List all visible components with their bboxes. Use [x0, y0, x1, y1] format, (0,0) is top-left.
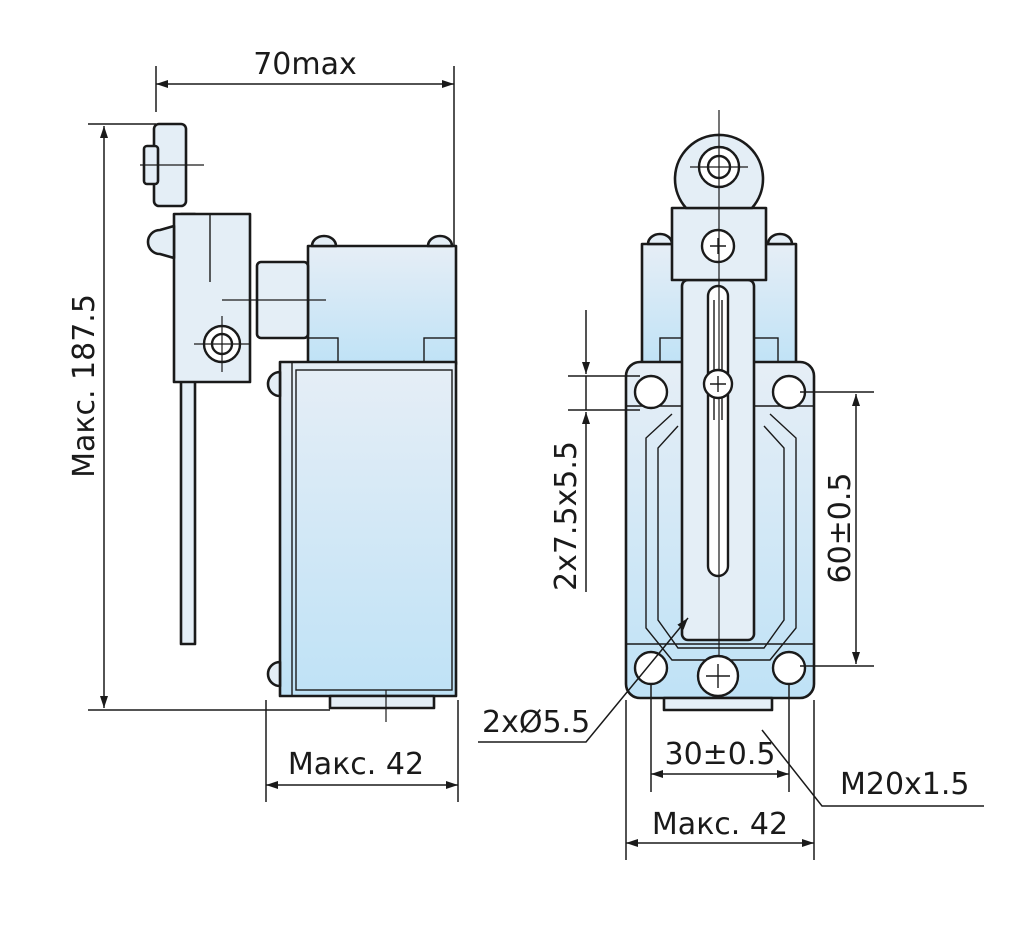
side-body — [278, 360, 458, 698]
dim-side-body-width: Макс. 42 — [288, 747, 424, 782]
front-cable-entry — [662, 696, 774, 712]
dim-overall-height: Макс. 187.5 — [67, 294, 102, 478]
side-head — [306, 244, 458, 366]
mount-hole-upper-left — [633, 374, 669, 410]
mount-hole-lower-left — [633, 650, 669, 686]
front-lever-slot — [706, 284, 730, 578]
dim-front-body-width: Макс. 42 — [652, 807, 788, 842]
side-cable-entry — [328, 694, 436, 710]
front-view — [624, 110, 816, 712]
side-hub-bolt — [146, 224, 176, 260]
dim-thread: M20x1.5 — [840, 767, 970, 802]
front-head-bump-left — [646, 232, 674, 246]
dim-slot-size: 2x7.5x5.5 — [549, 441, 584, 591]
mount-hole-lower-right — [771, 650, 807, 686]
dimensions: 70max Макс. 187.5 Макс. 42 2x7.5x5.5 60±… — [67, 47, 984, 860]
dim-mount-spacing-vertical: 60±0.5 — [823, 472, 858, 583]
side-view — [140, 122, 458, 722]
dim-mount-spacing-horizontal: 30±0.5 — [664, 737, 775, 772]
leader-mount-hole — [478, 617, 689, 743]
side-body-bump-bottom — [266, 660, 282, 688]
dim-overall-width: 70max — [253, 47, 357, 82]
dim-mount-hole: 2xØ5.5 — [482, 705, 590, 740]
front-head-bump-right — [766, 232, 794, 246]
side-head-bump-left — [310, 234, 338, 248]
leader-thread — [761, 729, 984, 807]
side-body-bump-top — [266, 370, 282, 398]
side-head-bump-right — [426, 234, 454, 248]
